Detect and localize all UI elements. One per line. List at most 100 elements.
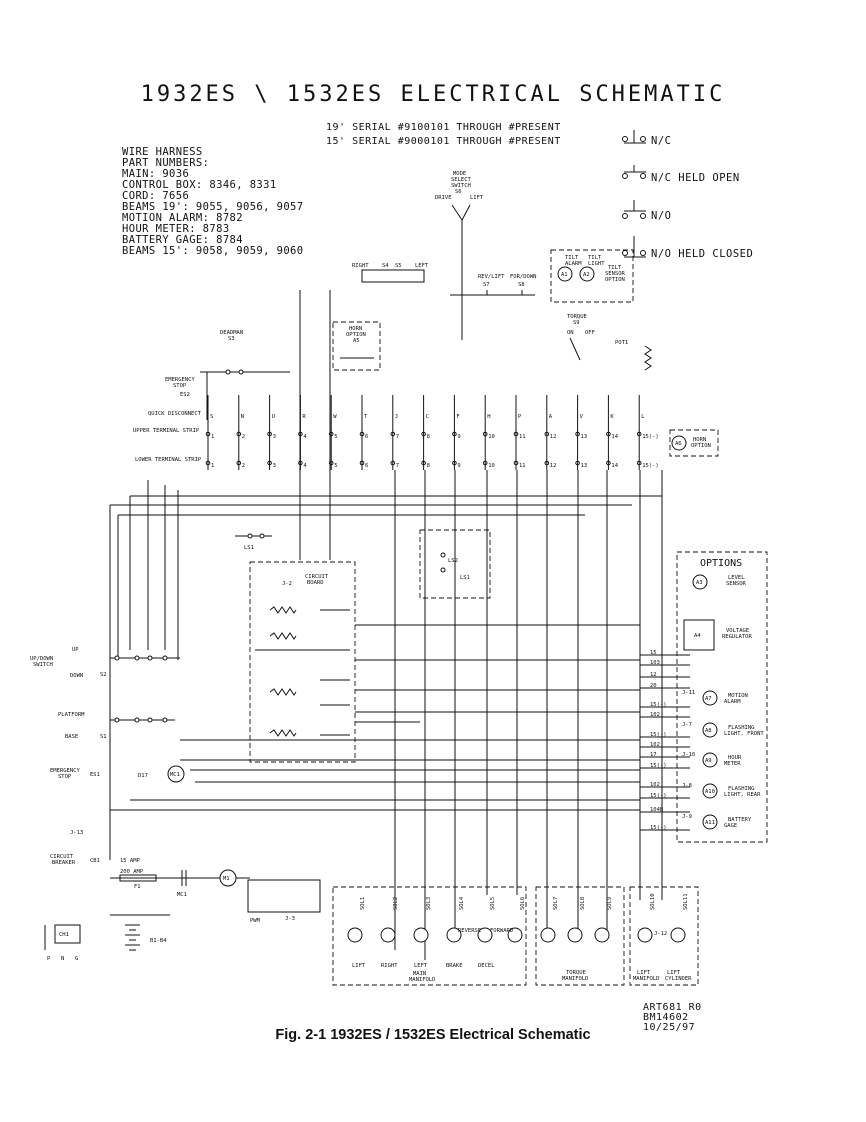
upper-terminal-label: 13 [581,434,588,440]
a1-label: A1 [561,272,568,278]
a2-label: A2 [583,272,590,278]
option-device-label: BATTERY [728,817,752,823]
option-wire-number: 15(-) [650,825,667,831]
direction-switches: RIGHT S4 S5 LEFT REV/LIFT S7 FOR/DOWN S8 [352,263,537,296]
harness-line: BEAMS 15': 9058, 9059, 9060 [122,245,304,257]
horn-option-a5: HORN OPTION A5 [332,321,381,371]
upper-terminal-label: 1 [211,434,214,440]
tilt-sensor-1: TILT [608,265,622,271]
mode-select-switch: MODE SELECT SWITCH S6 DRIVE LIFT [435,171,484,340]
circuit-breaker-1: CIRCUIT [50,854,74,860]
upper-strip-label: UPPER TERMINAL STRIP [133,428,200,434]
cb1-label: CB1 [90,858,100,864]
tilt-alarm-2: ALARM [565,261,582,267]
up-label: UP [72,647,79,653]
legend-no-held-closed: N/O HELD CLOSED [651,248,754,260]
lift-cylinder-1: LIFT [667,970,681,976]
option-wire-number: 15(-) [650,702,667,708]
s8-label: S8 [518,282,525,288]
option-device-id: A8 [705,728,712,734]
s4-label: S4 [382,263,389,269]
power-section: J-13 CIRCUIT BREAKER CB1 15 AMP 200 AMP … [50,830,321,924]
schematic-title: 1932ES \ 1532ES ELECTRICAL SCHEMATIC [140,82,726,107]
legend-nc-held-open: N/C HELD OPEN [651,172,740,184]
upper-terminal-label: 4 [303,434,307,440]
quick-disconnect-letter: R [302,414,306,420]
option-device-circle [702,690,718,706]
up-down-switch: UP/DOWN SWITCH UP DOWN S2 [30,647,180,679]
solenoid-coil [413,927,429,943]
mode-select-label-4: S6 [455,189,462,195]
quick-disconnect-letter: N [241,414,244,420]
harness-line: MAIN: 9036 [122,168,190,180]
solenoid-label: SOL10 [650,893,656,910]
lower-terminal-label: 9 [457,463,460,469]
upper-terminal-label: 10 [488,434,495,440]
harness-line: CONTROL BOX: 8346, 8331 [122,179,277,191]
solenoid-label: SOL1 [360,897,366,910]
option-device-label: FLASHING [728,786,755,792]
tilt-sensor-2: SENSOR [605,271,626,277]
200-amp-label: 200 AMP [120,869,144,875]
charger-batteries: CH1 B1-B4 P N G [44,914,170,962]
forward-label: FORWARD [490,928,513,934]
quick-disconnect-letter: F [456,414,459,420]
drive-label: DRIVE [435,195,452,201]
es2-label: ES2 [180,392,190,398]
solenoid-coil [446,927,462,943]
a6-label: A6 [675,441,682,447]
option-jack-label: J-7 [682,722,692,728]
torque-label-2: S9 [573,320,580,326]
for-down-label: FOR/DOWN [510,274,537,280]
s7-label: S7 [483,282,490,288]
horn-option-2: OPTION [346,332,366,338]
harness-line: HOUR METER: 8783 [122,223,230,235]
harness-line: CORD: 7656 [122,190,190,202]
lift-manifold-2: MANIFOLD [633,976,660,982]
option-wire-number: 15(-) [650,763,667,769]
tilt-light-1: TILT [588,255,602,261]
solenoid-coil [567,927,583,943]
option-wire-number: 17 [650,752,657,758]
solenoid-label: SOL4 [459,896,465,910]
lower-terminal-label: 1 [211,463,214,469]
option-wire-number: 102 [650,712,660,718]
art-ref-line: 10/25/97 [643,1022,696,1033]
down-label: DOWN [70,673,83,679]
main-manifold-1: MAIN [413,971,426,977]
harness-line: MOTION ALARM: 8782 [122,212,243,224]
horn-option-a6: A6 HORN OPTION [669,429,719,457]
quick-disconnect-letter: P [518,414,522,420]
manifold-item-brake: BRAKE [446,963,463,969]
solenoid-coil [507,927,523,943]
emergency-stop-bottom: EMERGENCY STOP ES1 D17 MC1 [50,765,185,783]
j13-label: J-13 [70,830,83,836]
upper-terminal-label: 12 [550,434,557,440]
option-jack-label: J-11 [682,690,695,696]
solenoid-coil [477,927,493,943]
lower-terminal-label: 10 [488,463,495,469]
on-label: ON [567,330,574,336]
harness-line: BATTERY GAGE: 8784 [122,234,243,246]
estop-top-2: STOP [173,383,187,389]
art-ref-line: ART681 R0 [643,1002,702,1013]
option-wire-number: 15(-) [650,793,667,799]
option-device-id: A7 [705,696,712,702]
quick-disconnect-letter: H [487,414,490,420]
solenoid-label: SOL3 [426,897,432,910]
horn-option-1: HORN [349,326,362,332]
quick-disconnect-letter: T [364,414,368,420]
ls2-label: LS2 [448,558,458,564]
solenoid-label: SOL8 [580,897,586,910]
legend-no-symbol [622,200,646,219]
lower-terminal-label: 11 [519,463,526,469]
manifold-item-right: RIGHT [381,963,398,969]
lower-strip-label: LOWER TERMINAL STRIP [135,457,202,463]
ls1-switch: LS1 [235,533,272,551]
upper-terminal-label: 5 [334,434,337,440]
option-wire-number: 104B [650,807,664,813]
a4-label: A4 [694,633,701,639]
upper-terminal-label: 11 [519,434,526,440]
